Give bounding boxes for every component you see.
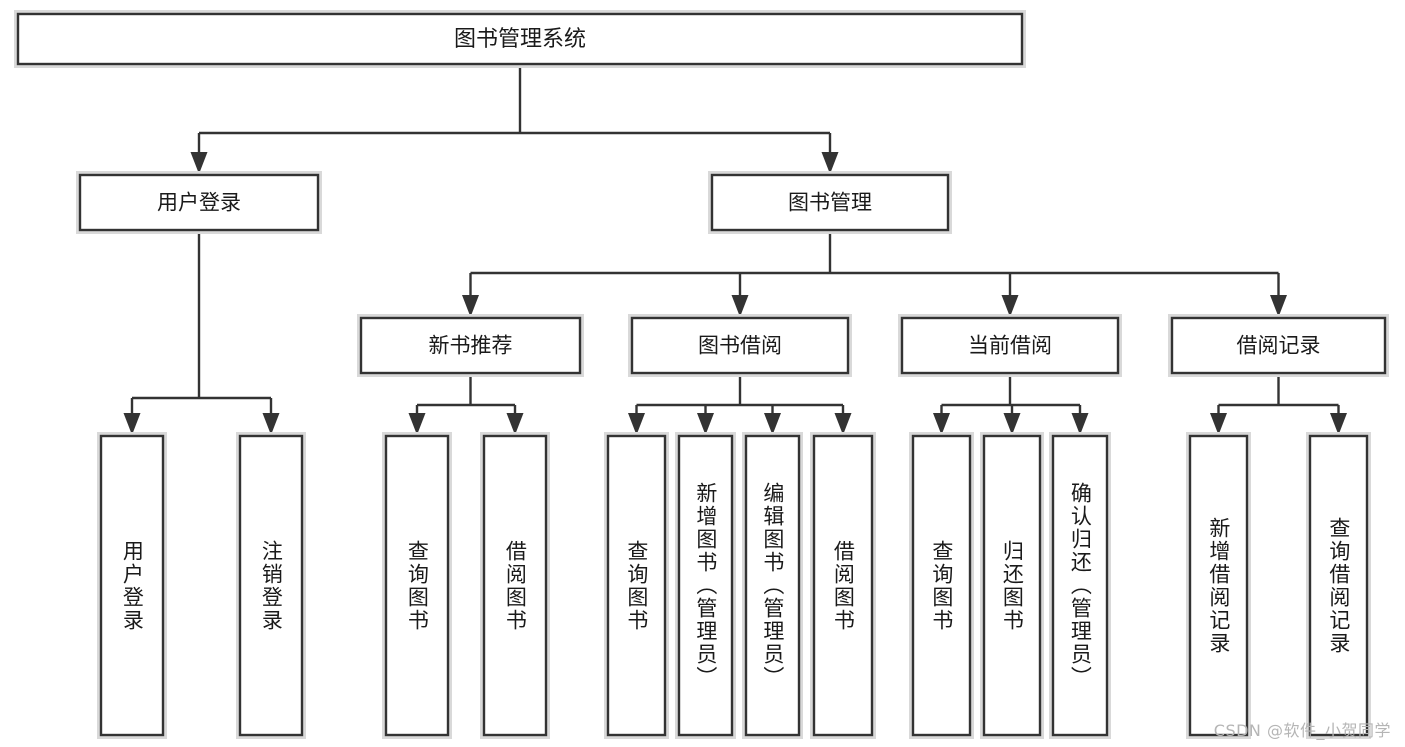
node-box-halo — [675, 432, 736, 739]
arrow-head-icon — [628, 413, 645, 435]
node-label-book-borrow: 图书借阅 — [698, 334, 782, 358]
node-box-book-manage[interactable] — [710, 173, 950, 232]
node-label-book-manage: 图书管理 — [788, 191, 872, 215]
node-box-halo — [1168, 314, 1389, 377]
arrow-head-icon — [731, 295, 749, 317]
arrow-head-icon — [462, 295, 479, 317]
arrow-head-icon — [506, 413, 524, 435]
node-label-user-login: 用户登录 — [157, 191, 241, 215]
node-box-leaf-borrow-add-book[interactable] — [677, 434, 734, 737]
arrow-head-icon — [821, 152, 839, 174]
node-box-halo — [810, 432, 876, 739]
arrow-head-icon — [123, 413, 141, 435]
node-box-leaf-user-logout[interactable] — [238, 434, 304, 737]
node-box-halo — [742, 432, 803, 739]
arrow-head-icon — [834, 413, 852, 435]
node-box-halo — [898, 314, 1122, 377]
node-box-book-borrow[interactable] — [630, 316, 850, 375]
node-box-leaf-record-add[interactable] — [1188, 434, 1249, 737]
node-label-borrow-record: 借阅记录 — [1237, 334, 1321, 358]
node-box-halo — [382, 432, 452, 739]
node-box-leaf-rec-borrow-book[interactable] — [482, 434, 548, 737]
node-box-root[interactable] — [16, 12, 1024, 66]
node-box-leaf-current-query-book[interactable] — [911, 434, 972, 737]
node-box-halo — [1049, 432, 1111, 739]
arrow-head-icon — [190, 152, 208, 174]
node-label-root: 图书管理系统 — [454, 27, 586, 52]
arrow-head-icon — [1330, 413, 1347, 435]
arrow-head-icon — [1001, 295, 1019, 317]
arrow-head-icon — [1270, 295, 1287, 317]
node-box-halo — [909, 432, 974, 739]
arrow-head-icon — [1210, 413, 1227, 435]
node-box-new-book-rec[interactable] — [359, 316, 582, 375]
node-box-halo — [14, 10, 1026, 68]
node-box-halo — [628, 314, 852, 377]
node-box-leaf-current-confirm-return[interactable] — [1051, 434, 1109, 737]
node-box-halo — [1306, 432, 1371, 739]
arrow-head-icon — [697, 413, 714, 435]
arrow-head-icon — [262, 413, 280, 435]
arrow-head-icon — [764, 413, 781, 435]
node-box-leaf-borrow-borrow-book[interactable] — [812, 434, 874, 737]
node-label-current-borrow: 当前借阅 — [968, 334, 1052, 358]
node-box-halo — [1186, 432, 1251, 739]
node-box-leaf-record-query[interactable] — [1308, 434, 1369, 737]
node-box-leaf-borrow-edit-book[interactable] — [744, 434, 801, 737]
node-box-halo — [980, 432, 1044, 739]
arrow-head-icon — [408, 413, 426, 435]
node-box-halo — [604, 432, 669, 739]
node-box-halo — [357, 314, 584, 377]
node-box-leaf-rec-query-book[interactable] — [384, 434, 450, 737]
node-box-leaf-user-login[interactable] — [99, 434, 165, 737]
node-box-halo — [708, 171, 952, 234]
node-box-halo — [480, 432, 550, 739]
node-box-halo — [236, 432, 306, 739]
arrow-head-icon — [933, 413, 950, 435]
node-box-leaf-current-return-book[interactable] — [982, 434, 1042, 737]
node-box-halo — [97, 432, 167, 739]
node-box-layer — [14, 10, 1389, 739]
arrow-head-icon — [1003, 413, 1021, 435]
node-box-halo — [76, 171, 322, 234]
node-box-current-borrow[interactable] — [900, 316, 1120, 375]
node-box-leaf-borrow-query-book[interactable] — [606, 434, 667, 737]
node-box-user-login[interactable] — [78, 173, 320, 232]
node-label-new-book-rec: 新书推荐 — [429, 334, 513, 358]
connector-layer — [123, 64, 1347, 435]
node-box-borrow-record[interactable] — [1170, 316, 1387, 375]
csdn-watermark: CSDN @软件_小贺同学 — [1213, 721, 1391, 740]
arrow-head-icon — [1071, 413, 1089, 435]
